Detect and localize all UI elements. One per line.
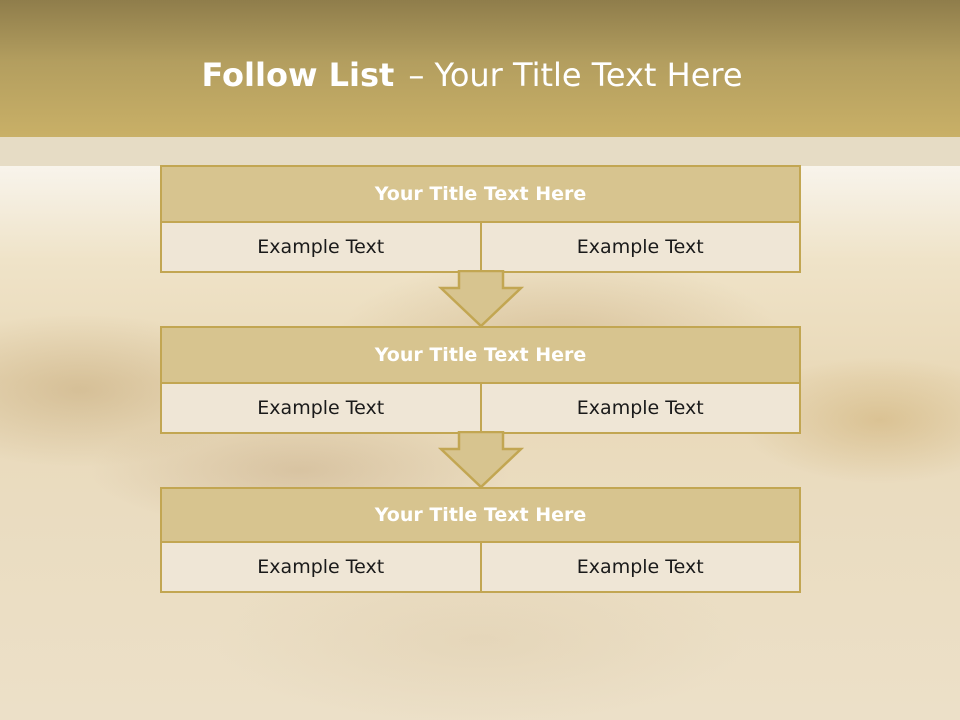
slide-title-bold: Follow List (201, 56, 395, 94)
block-cell-left: Example Text (257, 397, 385, 419)
flow-block-2: Your Title Text Here Example Text Exampl… (160, 326, 801, 434)
flow-block-3: Your Title Text Here Example Text Exampl… (160, 487, 801, 593)
block-cell-right: Example Text (479, 543, 800, 591)
header-band (0, 0, 960, 137)
down-arrow-icon (438, 431, 524, 489)
block-cell-right: Example Text (479, 223, 800, 271)
block-title: Your Title Text Here (160, 326, 801, 384)
block-row: Example Text Example Text (160, 543, 801, 593)
block-row: Example Text Example Text (160, 384, 801, 434)
flow-block-1: Your Title Text Here Example Text Exampl… (160, 165, 801, 273)
block-row: Example Text Example Text (160, 223, 801, 273)
block-cell-right: Example Text (479, 384, 800, 432)
block-title: Your Title Text Here (160, 165, 801, 223)
down-arrow-icon (438, 270, 524, 328)
slide-title-rest: – Your Title Text Here (408, 56, 743, 94)
header-strip (0, 137, 960, 166)
block-cell-left: Example Text (257, 556, 385, 578)
block-title: Your Title Text Here (160, 487, 801, 543)
slide-title: Follow List – Your Title Text Here (0, 56, 944, 94)
block-cell-left: Example Text (257, 236, 385, 258)
